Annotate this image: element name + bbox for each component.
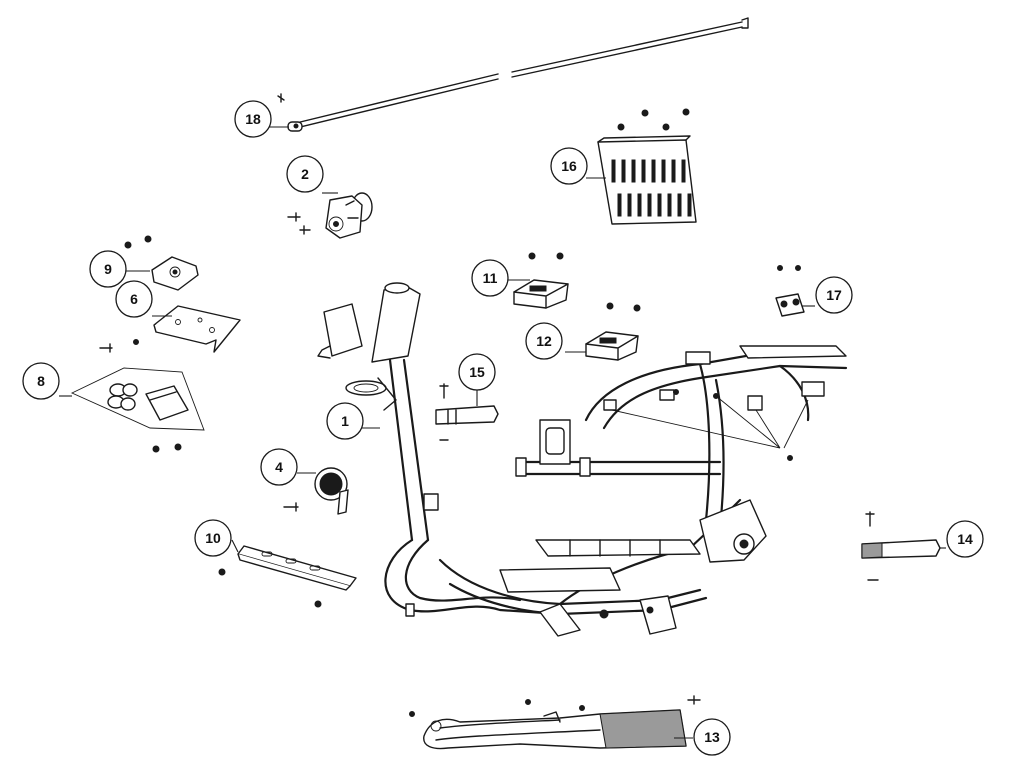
svg-text:8: 8 — [37, 373, 45, 389]
svg-text:18: 18 — [245, 111, 261, 127]
callout-4: 4 — [260, 448, 298, 486]
svg-text:9: 9 — [104, 261, 112, 277]
bracket-strip-part — [218, 545, 357, 608]
grille-plate-part — [597, 108, 697, 225]
box-module-11-part — [513, 252, 569, 309]
svg-text:15: 15 — [469, 364, 485, 380]
svg-text:11: 11 — [483, 270, 498, 286]
svg-text:6: 6 — [130, 291, 138, 307]
under-cover-part — [409, 695, 701, 750]
callout-2: 2 — [286, 155, 324, 193]
callout-14: 14 — [946, 520, 984, 558]
small-bracket-part — [124, 235, 199, 291]
callout-8: 8 — [22, 362, 60, 400]
svg-text:17: 17 — [826, 287, 842, 303]
callout-10: 10 — [194, 519, 232, 557]
callout-17: 17 — [815, 276, 853, 314]
callout-9: 9 — [89, 250, 127, 288]
frame-part — [317, 282, 848, 637]
leader-lines — [59, 126, 946, 739]
callout-11: 11 — [471, 259, 509, 297]
grip-sleeve-15-part — [435, 383, 499, 441]
lock-assembly-part — [287, 192, 373, 239]
svg-text:14: 14 — [957, 531, 973, 547]
svg-text:4: 4 — [275, 459, 283, 475]
rod-part — [277, 17, 749, 132]
bushing-kit-part — [70, 367, 205, 453]
callout-12: 12 — [525, 322, 563, 360]
callout-13: 13 — [693, 718, 731, 756]
svg-text:12: 12 — [536, 333, 552, 349]
svg-text:2: 2 — [301, 166, 309, 182]
callout-1: 1 — [326, 402, 364, 440]
svg-text:13: 13 — [704, 729, 720, 745]
grip-sleeve-14-part — [861, 511, 941, 581]
box-module-12-part — [585, 302, 641, 361]
mounting-plate-part — [99, 305, 241, 353]
callout-15: 15 — [458, 353, 496, 391]
callout-16: 16 — [550, 147, 588, 185]
svg-text:16: 16 — [561, 158, 577, 174]
horn-part — [283, 467, 349, 515]
callout-18: 18 — [234, 100, 272, 138]
svg-text:10: 10 — [205, 530, 221, 546]
bracket-assembly-part — [775, 265, 805, 317]
svg-text:1: 1 — [341, 413, 349, 429]
callout-6: 6 — [115, 280, 153, 318]
